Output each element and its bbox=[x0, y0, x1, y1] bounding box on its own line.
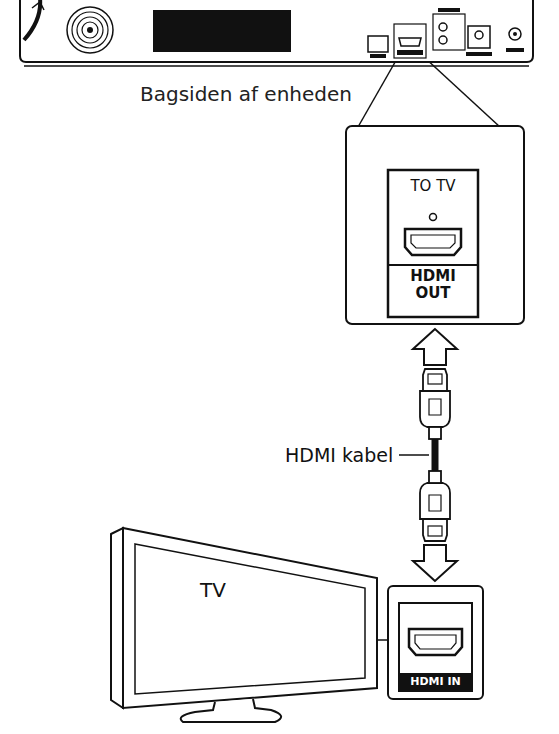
device-illustration-part bbox=[67, 7, 113, 53]
device-illustration-part bbox=[466, 52, 492, 56]
device-illustration-part bbox=[439, 23, 447, 31]
device-illustration-part bbox=[24, 65, 529, 67]
hdmi-in-illustration-part bbox=[409, 629, 462, 655]
plug-tip bbox=[428, 374, 442, 384]
device-illustration-part bbox=[399, 38, 421, 46]
device-rear: Bagsiden af enheden bbox=[18, 0, 535, 68]
port-label: HDMI IN bbox=[399, 674, 472, 690]
device-illustration-part bbox=[82, 22, 98, 38]
plug-tip bbox=[423, 369, 447, 391]
device-illustration-part bbox=[153, 10, 291, 52]
tv-set: TV bbox=[105, 520, 380, 725]
zoom-box: TO TV HDMI OUT bbox=[345, 125, 525, 325]
port-label: HDMI OUT bbox=[390, 268, 476, 302]
tv-illustration-part bbox=[135, 544, 365, 694]
cable-label: HDMI kabel bbox=[283, 444, 395, 466]
device-illustration-part bbox=[394, 24, 426, 58]
hdmi-in-illustration-part bbox=[399, 603, 472, 691]
callout-line bbox=[358, 57, 398, 127]
plug-tip bbox=[423, 519, 447, 541]
device-illustration-part bbox=[509, 28, 521, 40]
device-illustration-part bbox=[368, 36, 388, 52]
plug-grip bbox=[429, 399, 441, 415]
tv-illustration bbox=[105, 520, 380, 725]
zoom-illustration-part bbox=[411, 235, 455, 248]
device-illustration-part bbox=[87, 27, 93, 33]
hdmi-in-illustration-part bbox=[415, 635, 456, 649]
leader-line bbox=[399, 454, 429, 456]
plug-boot bbox=[429, 427, 441, 439]
plug-grip bbox=[429, 495, 441, 511]
callout-line bbox=[424, 57, 500, 127]
device-illustration-part bbox=[24, 0, 40, 40]
zoom-illustration-part bbox=[388, 170, 478, 317]
plug-boot bbox=[429, 471, 441, 483]
zoom-illustration-part bbox=[346, 126, 524, 324]
device-illustration-part bbox=[439, 36, 447, 44]
device-illustration-part bbox=[72, 12, 108, 48]
device-illustration-part bbox=[77, 17, 103, 43]
hdmi-in-box: HDMI IN bbox=[387, 585, 484, 700]
tv-bracket bbox=[378, 639, 387, 641]
device-illustration-part bbox=[370, 54, 386, 58]
device-caption: Bagsiden af enheden bbox=[140, 82, 352, 106]
tv-illustration-part bbox=[111, 528, 123, 708]
plug-body bbox=[420, 483, 450, 519]
hdmi-in-illustration-part bbox=[399, 673, 472, 691]
device-illustration-part bbox=[475, 31, 483, 39]
plug-tip bbox=[428, 526, 442, 536]
device-illustration-part bbox=[20, 0, 533, 62]
port-label: TO TV bbox=[390, 177, 476, 195]
arrow-head bbox=[413, 329, 457, 365]
device-illustration-part bbox=[32, 2, 44, 10]
device-illustration-part bbox=[513, 32, 517, 36]
tv-illustration-part bbox=[181, 699, 281, 722]
arrow-head bbox=[413, 545, 457, 581]
zoom-illustration-part bbox=[388, 264, 478, 266]
device-illustration bbox=[18, 0, 535, 68]
tv-illustration-part bbox=[123, 528, 377, 708]
tv-label: TV bbox=[200, 578, 226, 602]
zoom-illustration-part bbox=[430, 214, 437, 221]
device-illustration-part bbox=[438, 8, 460, 12]
zoom-illustration-part bbox=[405, 229, 461, 255]
device-illustration-part bbox=[433, 14, 465, 50]
plug-body bbox=[420, 391, 450, 427]
hdmi-cable bbox=[399, 329, 457, 581]
device-illustration-part bbox=[397, 50, 423, 55]
hdmi-in-illustration-part bbox=[388, 586, 483, 699]
device-illustration-part bbox=[468, 26, 490, 48]
device-illustration-part bbox=[506, 48, 524, 52]
